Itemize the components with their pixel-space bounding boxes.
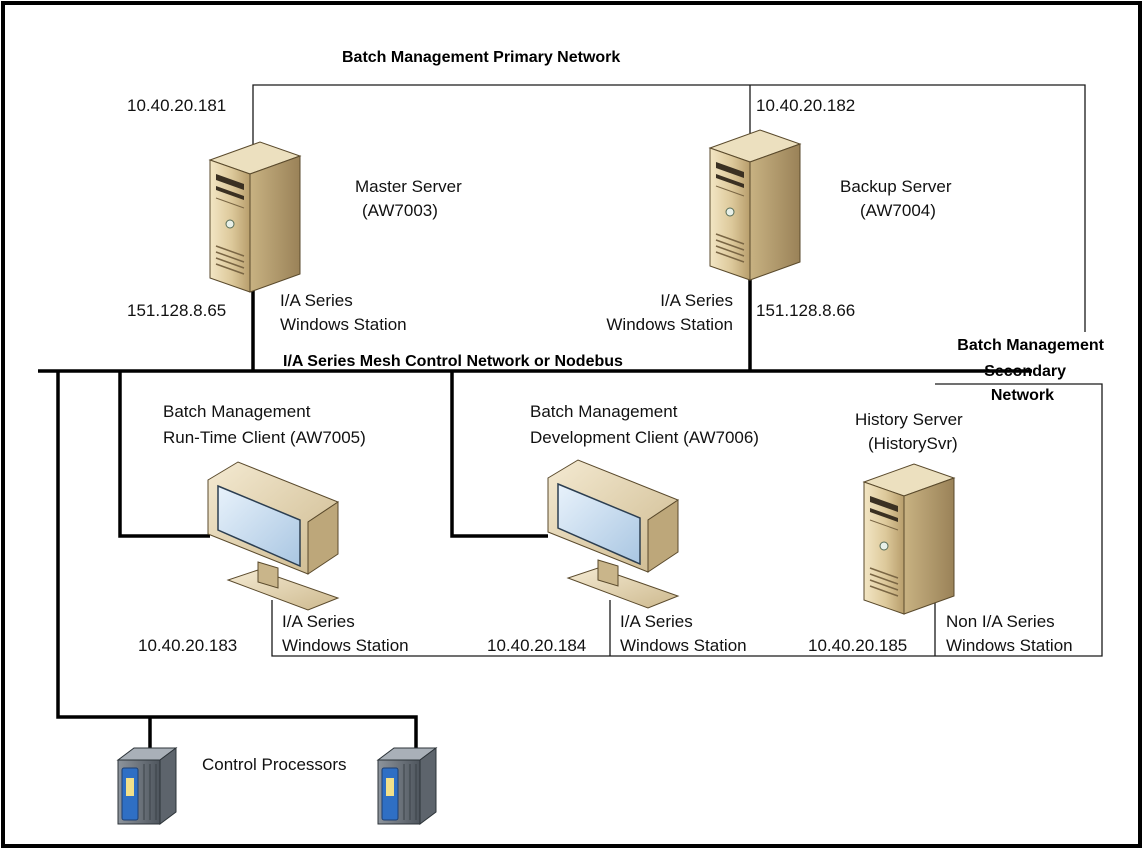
dev-name-line1: Batch Management <box>530 402 678 421</box>
history-name-line1: History Server <box>855 410 963 429</box>
control-processor-icon <box>117 747 177 825</box>
mesh-network-lines <box>38 268 1032 760</box>
backup-station-line2: Windows Station <box>606 315 733 334</box>
runtime-name-line1: Batch Management <box>163 402 311 421</box>
runtime-station-line2: Windows Station <box>282 636 409 655</box>
runtime-name-line2: Run-Time Client (AW7005) <box>163 428 366 447</box>
master-station-line1: I/A Series <box>280 291 353 310</box>
backup-ip-primary: 10.40.20.182 <box>756 96 855 115</box>
history-station-line1: Non I/A Series <box>946 612 1055 631</box>
runtime-ip: 10.40.20.183 <box>138 636 237 655</box>
history-name-line2: (HistorySvr) <box>868 434 958 453</box>
history-server-icon <box>863 463 955 615</box>
master-name-line1: Master Server <box>355 177 462 196</box>
backup-station-line1: I/A Series <box>660 291 733 310</box>
dev-client-monitor-icon <box>547 459 679 609</box>
backup-server-icon <box>709 129 801 281</box>
dev-station-line2: Windows Station <box>620 636 747 655</box>
runtime-station-line1: I/A Series <box>282 612 355 631</box>
control-processor-icon <box>377 747 437 825</box>
master-ip-mesh: 151.128.8.65 <box>127 301 226 320</box>
secondary-network-lines <box>271 383 1103 657</box>
control-processors-label: Control Processors <box>202 755 347 774</box>
master-name-line2: (AW7003) <box>362 201 438 220</box>
dev-station-line1: I/A Series <box>620 612 693 631</box>
backup-name-line1: Backup Server <box>840 177 952 196</box>
mesh-network-label: I/A Series Mesh Control Network or Nodeb… <box>283 353 623 370</box>
secondary-network-label-line1: Batch Management <box>957 337 1104 354</box>
master-station-line2: Windows Station <box>280 315 407 334</box>
master-server-icon <box>209 141 301 293</box>
primary-network-label: Batch Management Primary Network <box>342 49 620 66</box>
dev-ip: 10.40.20.184 <box>487 636 586 655</box>
backup-ip-mesh: 151.128.8.66 <box>756 301 855 320</box>
history-station-line2: Windows Station <box>946 636 1073 655</box>
dev-name-line2: Development Client (AW7006) <box>530 428 759 447</box>
history-ip: 10.40.20.185 <box>808 636 907 655</box>
backup-name-line2: (AW7004) <box>860 201 936 220</box>
runtime-client-monitor-icon <box>207 461 339 611</box>
secondary-network-label-line3: Network <box>991 387 1054 404</box>
master-ip-primary: 10.40.20.181 <box>127 96 226 115</box>
secondary-network-label-line2: Secondary <box>984 363 1066 380</box>
